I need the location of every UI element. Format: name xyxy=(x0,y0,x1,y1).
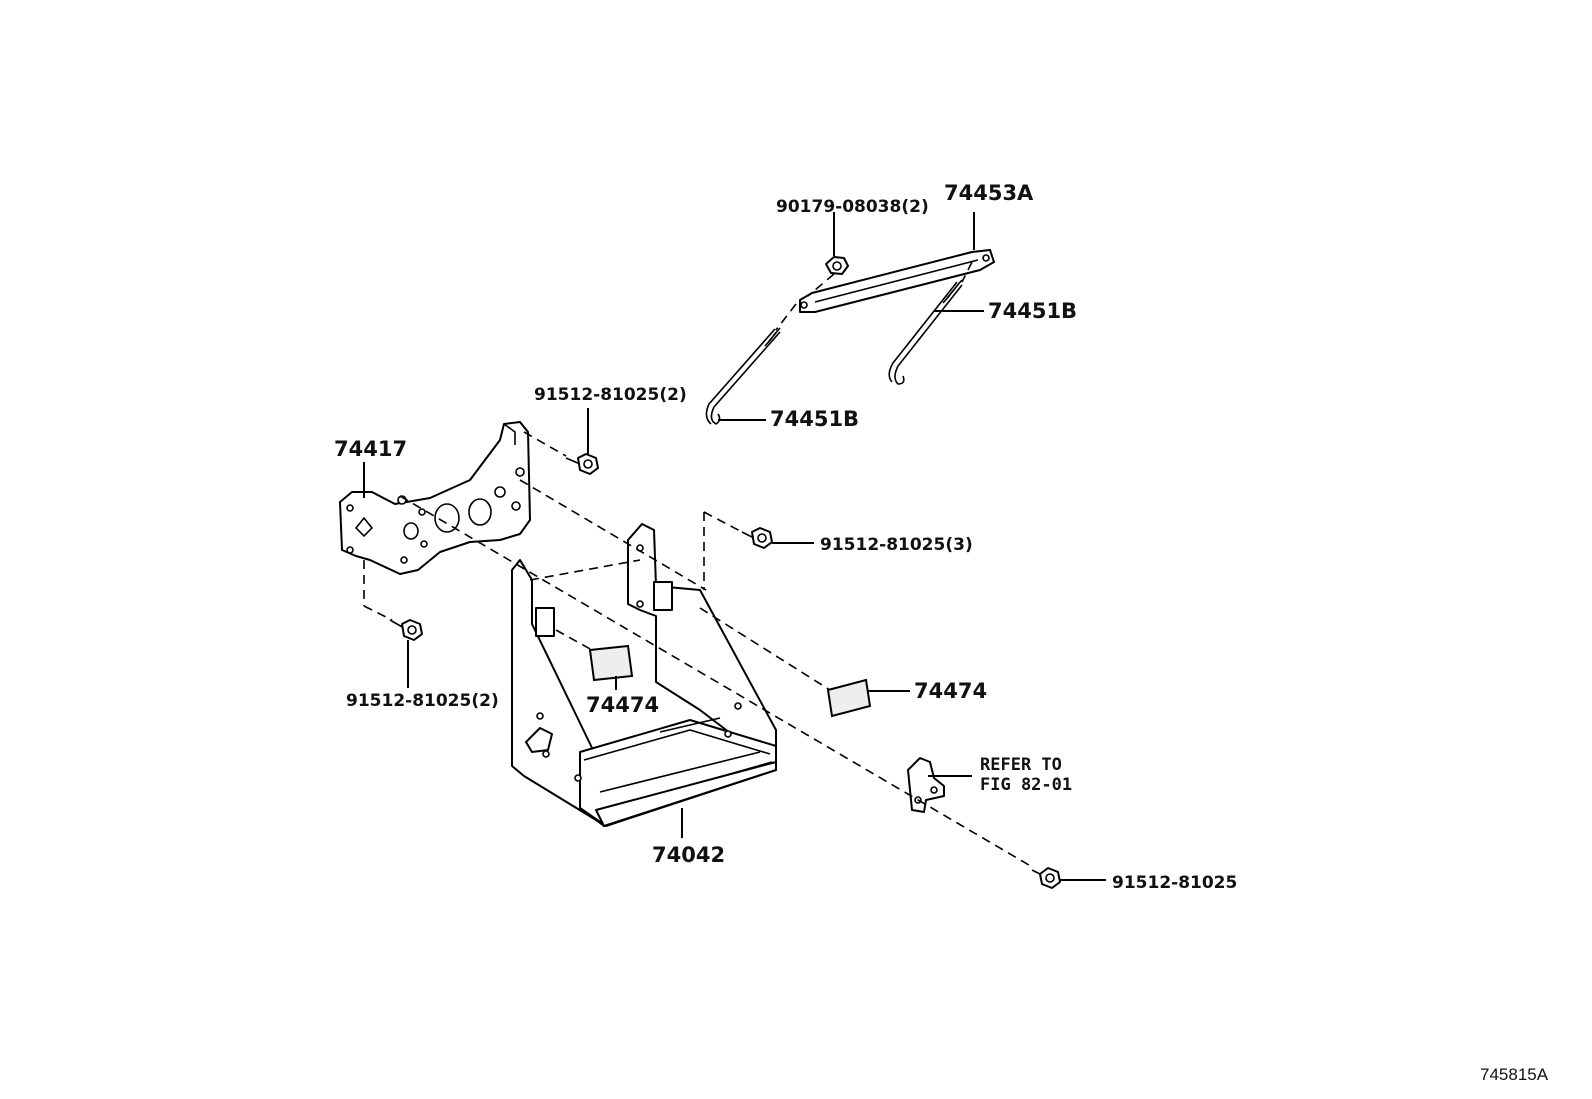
hook-bolt-right xyxy=(888,279,963,385)
label-hook-bolt-right: 74451B xyxy=(988,299,1077,323)
battery-tray xyxy=(511,523,777,827)
label-bolt-bottom: 91512-81025 xyxy=(1112,873,1237,893)
label-refer-line1: REFER TO xyxy=(980,755,1062,775)
bolt-icon-bottom xyxy=(1031,867,1061,889)
bolt-icon-upper xyxy=(565,453,599,475)
pad-left xyxy=(588,644,634,682)
side-bracket xyxy=(339,421,531,575)
nut-icon xyxy=(825,256,849,275)
label-hook-bolt-left: 74451B xyxy=(770,407,859,431)
bolt-icon-right xyxy=(741,527,773,549)
label-bracket: 74417 xyxy=(334,437,407,461)
hook-bolt-left xyxy=(705,327,781,425)
label-pad-left: 74474 xyxy=(586,693,659,717)
label-refer-line2: FIG 82-01 xyxy=(980,775,1072,795)
figure-id: 745815A xyxy=(1480,1065,1549,1084)
label-bolt-lower-left: 91512-81025(2) xyxy=(346,691,499,711)
label-rod: 74453A xyxy=(944,181,1034,205)
label-bolt-right: 91512-81025(3) xyxy=(820,535,973,555)
hold-down-rod xyxy=(799,249,995,313)
label-bolt-upper: 91512-81025(2) xyxy=(534,385,687,405)
small-bracket xyxy=(907,757,945,813)
pad-right xyxy=(826,678,872,718)
label-pad-right: 74474 xyxy=(914,679,987,703)
label-tray: 74042 xyxy=(652,843,725,867)
label-nut: 90179-08038(2) xyxy=(776,197,929,217)
bolt-icon-lower-left xyxy=(389,619,423,641)
